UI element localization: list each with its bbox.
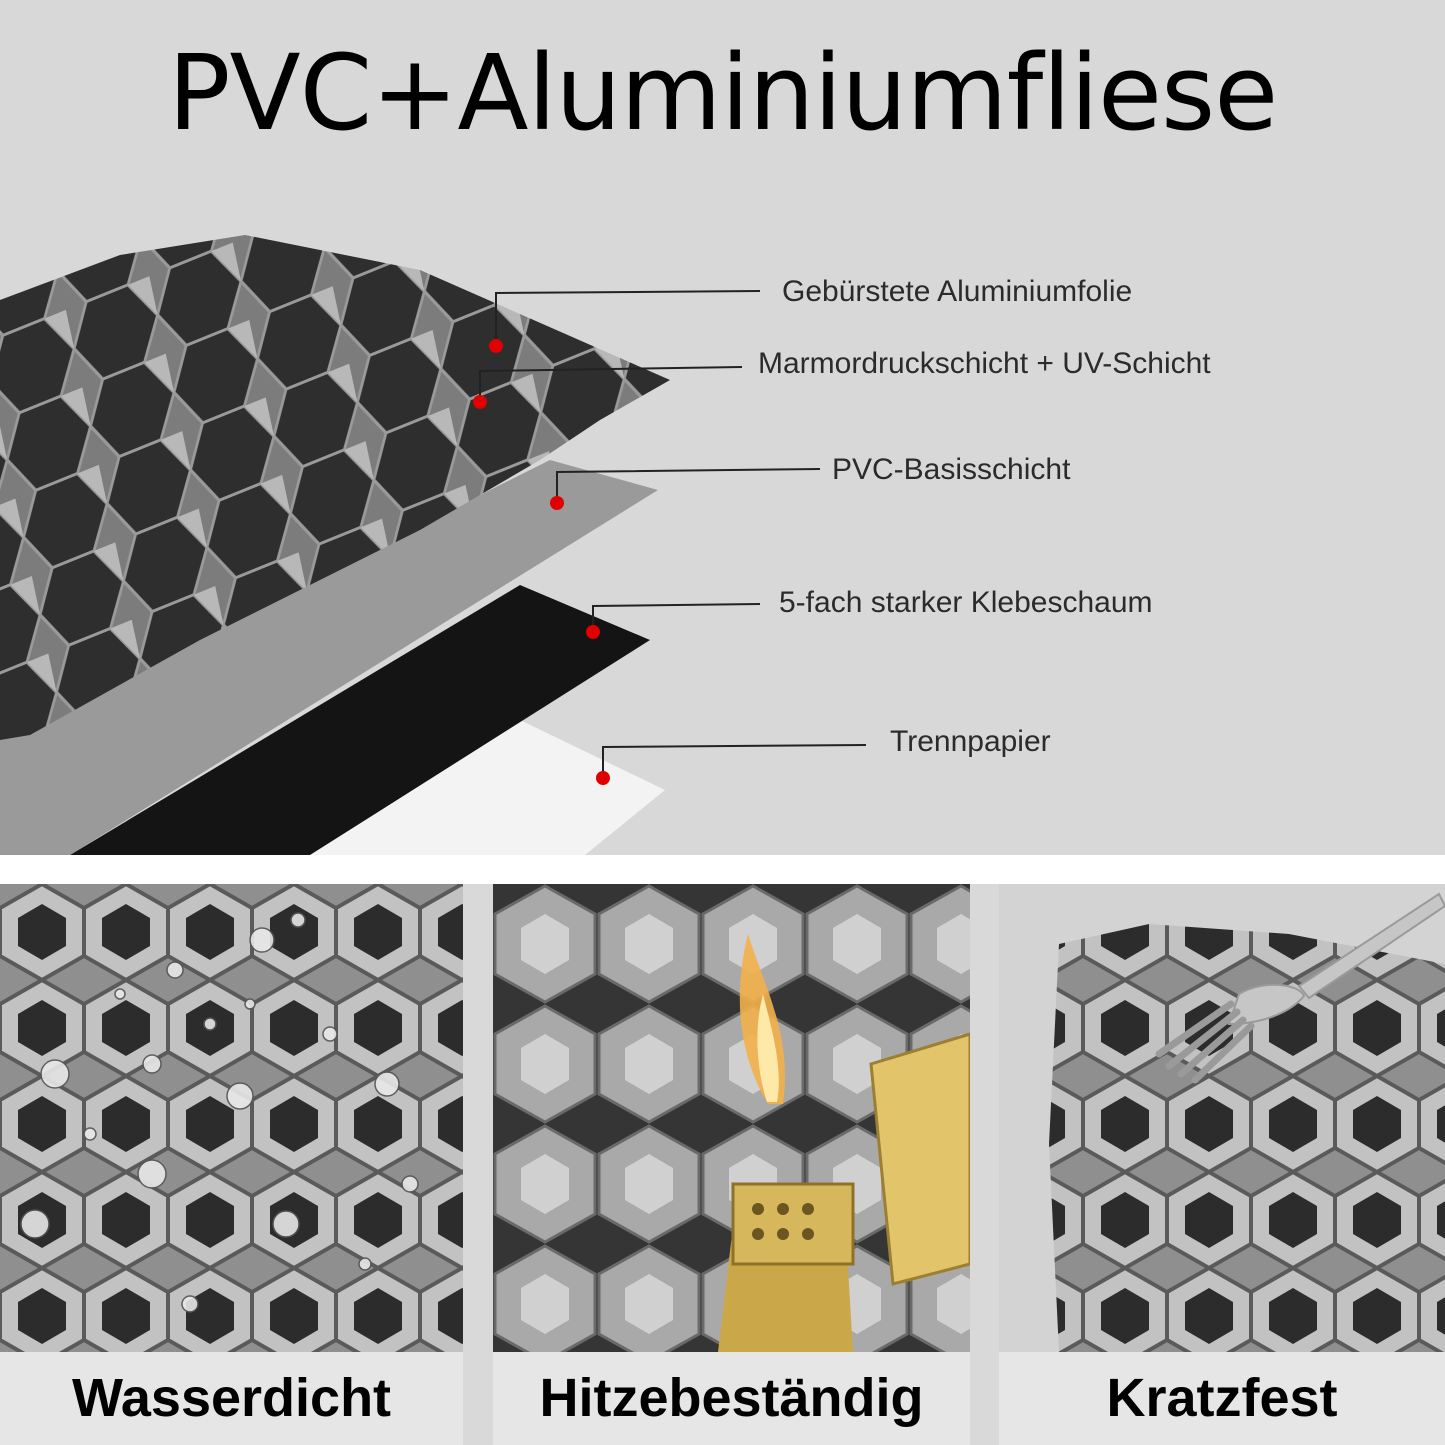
marker-dot bbox=[586, 625, 600, 639]
foam-layer-shape bbox=[70, 585, 650, 855]
marker-dot bbox=[473, 395, 487, 409]
pvc-layer-shape bbox=[0, 460, 658, 855]
marker-dot bbox=[596, 771, 610, 785]
page-title: PVC+Aluminiumfliese bbox=[167, 32, 1278, 154]
feature-panel-heat bbox=[493, 884, 970, 1352]
layer-label-foil: Gebürstete Aluminiumfolie bbox=[782, 275, 1133, 308]
aluminium-tile-shape bbox=[0, 235, 670, 740]
layer-label-foam: 5-fach starker Klebeschaum bbox=[779, 586, 1153, 619]
layer-label-paper: Trennpapier bbox=[890, 725, 1051, 758]
feature-caption-heat: Hitzebeständig bbox=[493, 1352, 970, 1445]
marker-dot bbox=[550, 496, 564, 510]
layer-label-print: Marmordruckschicht + UV-Schicht bbox=[758, 347, 1211, 380]
water-drops-icon bbox=[20, 912, 419, 1313]
feature-caption-scratch: Kratzfest bbox=[999, 1352, 1445, 1445]
fork-icon bbox=[1155, 892, 1445, 1084]
marker-dot bbox=[489, 339, 503, 353]
divider-strip bbox=[0, 855, 1445, 884]
feature-caption-water: Wasserdicht bbox=[0, 1352, 463, 1445]
lighter-icon bbox=[718, 934, 970, 1352]
feature-panel-water bbox=[0, 884, 463, 1352]
tile-layer-illustration bbox=[0, 235, 867, 855]
layer-diagram-area: PVC+Aluminiumfliese Gebürstete Aluminium… bbox=[0, 32, 1279, 855]
layer-label-pvc: PVC-Basisschicht bbox=[832, 453, 1071, 486]
feature-panel-scratch bbox=[999, 884, 1445, 1352]
